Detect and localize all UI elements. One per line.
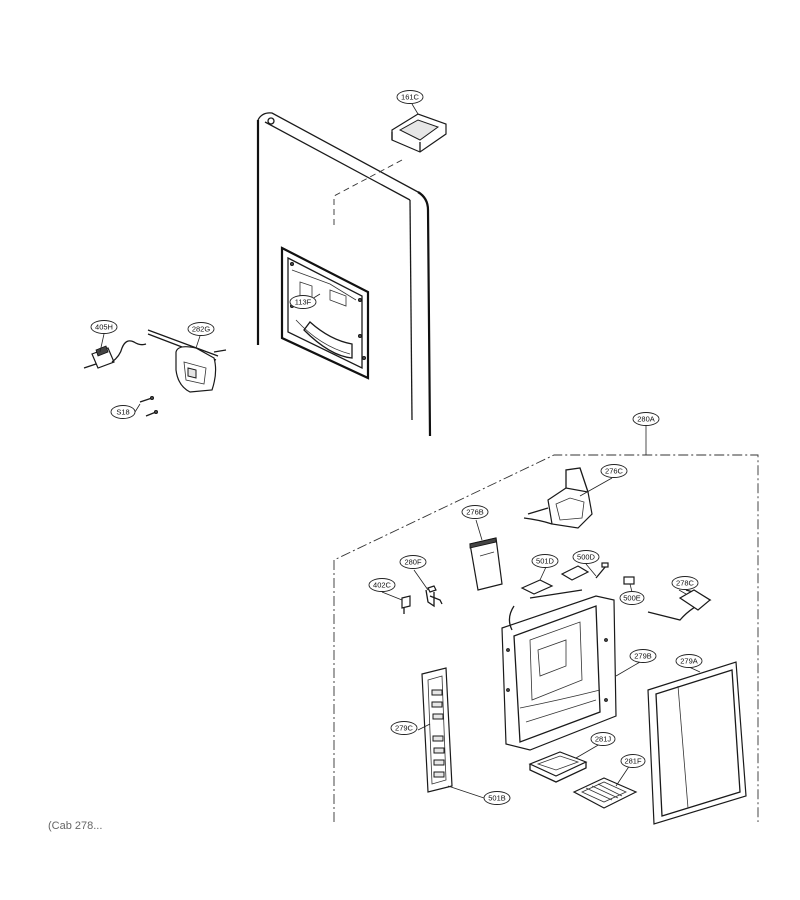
part-label-281j: 281J: [590, 732, 616, 746]
assembly-280a-boundary: [333, 426, 759, 822]
part-500e-connector: [623, 576, 635, 585]
part-label-279b: 279B: [629, 649, 657, 663]
part-279a-frame: [647, 661, 747, 825]
part-276c-bracket: [523, 467, 593, 529]
part-label-276c: 276C: [600, 464, 628, 478]
part-label-402c: 402C: [368, 578, 396, 592]
svg-text:280F: 280F: [404, 558, 422, 567]
dispenser-recess: [280, 246, 370, 380]
svg-text:501B: 501B: [488, 794, 506, 803]
part-label-501d: 501D: [531, 554, 559, 568]
part-label-280f: 280F: [399, 555, 427, 569]
part-label-280a: 280A: [632, 412, 660, 426]
svg-text:276C: 276C: [605, 467, 624, 476]
svg-text:161C: 161C: [401, 93, 420, 102]
part-label-501b: 501B: [483, 791, 511, 805]
svg-text:282G: 282G: [192, 325, 211, 334]
svg-text:500D: 500D: [577, 553, 596, 562]
svg-text:501D: 501D: [536, 557, 555, 566]
part-402c-switch: [401, 595, 411, 614]
part-501d-board: [520, 565, 590, 595]
svg-text:S18: S18: [116, 408, 129, 417]
part-label-282g: 282G: [187, 322, 215, 336]
svg-text:113F: 113F: [295, 298, 312, 307]
svg-text:281J: 281J: [595, 735, 612, 744]
part-label-113f: 113F: [289, 295, 317, 309]
part-282g-actuator: [147, 329, 227, 393]
part-label-161c: 161C: [396, 90, 424, 104]
svg-text:278C: 278C: [676, 579, 695, 588]
svg-text:405H: 405H: [95, 323, 113, 332]
footer-text: (Cab 278...: [48, 820, 102, 832]
svg-text:281F: 281F: [624, 757, 642, 766]
part-276b-flap: [469, 537, 503, 591]
svg-text:402C: 402C: [373, 581, 392, 590]
svg-text:276B: 276B: [466, 508, 484, 517]
part-281j-drip-tray: [528, 751, 588, 783]
part-161c-ice-chute-cap: [391, 113, 447, 153]
part-s18-screws: [139, 395, 158, 417]
part-label-500e: 500E: [619, 591, 645, 605]
part-280f-lever: [425, 585, 443, 608]
part-405h-motor-assembly: [83, 340, 147, 369]
leader-lines: [99, 103, 701, 799]
part-281f-grille: [572, 777, 638, 809]
svg-text:279C: 279C: [395, 724, 414, 733]
svg-text:280A: 280A: [637, 415, 655, 424]
part-label-500d: 500D: [572, 550, 600, 564]
part-label-405h: 405H: [90, 320, 118, 334]
svg-text:279B: 279B: [634, 652, 652, 661]
part-label-276b: 276B: [461, 505, 489, 519]
dispenser-housing: [501, 589, 617, 751]
part-label-278c: 278C: [671, 576, 699, 590]
door-panel: [256, 112, 432, 437]
part-500d-switch: [595, 562, 609, 579]
part-label-279a: 279A: [675, 654, 703, 668]
part-278c-duct: [647, 589, 712, 621]
part-label-281f: 281F: [620, 754, 646, 768]
svg-text:279A: 279A: [680, 657, 698, 666]
part-label-s18: S18: [110, 405, 136, 419]
part-label-279c: 279C: [390, 721, 418, 735]
svg-text:500E: 500E: [623, 594, 641, 603]
part-279c-control-panel: [421, 667, 453, 793]
